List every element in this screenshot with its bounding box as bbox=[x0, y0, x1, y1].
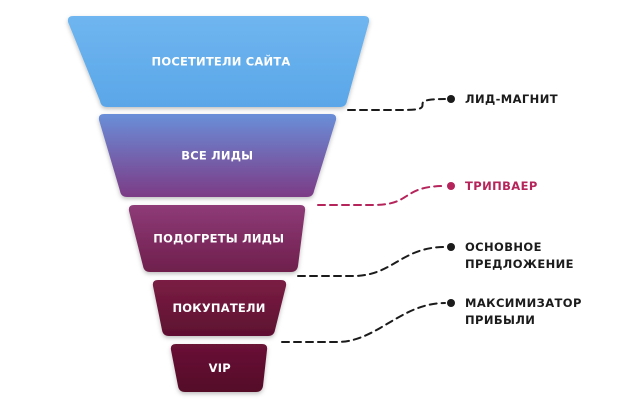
stage-all-leads-label: ВСЕ ЛИДЫ bbox=[181, 149, 253, 163]
offer-profit-maximizer-dot bbox=[447, 299, 455, 307]
stage-site-visitors-shape bbox=[67, 16, 370, 107]
stage-vip-shape bbox=[170, 344, 268, 392]
stage-warm-leads-shape bbox=[128, 205, 306, 272]
offer-profit-maximizer-label-line-1: МАКСИМИЗАТОР bbox=[465, 296, 582, 310]
stage-warm-leads: ПОДОГРЕТЫ ЛИДЫ bbox=[128, 205, 306, 272]
offer-core-label-line-1: ОСНОВНОЕ bbox=[465, 240, 542, 254]
stage-warm-leads-label: ПОДОГРЕТЫ ЛИДЫ bbox=[153, 232, 284, 246]
offer-core-connector bbox=[297, 246, 446, 277]
stage-site-visitors: ПОСЕТИТЕЛИ САЙТА bbox=[67, 16, 370, 107]
stage-customers-shape bbox=[152, 280, 287, 336]
stage-customers-label: ПОКУПАТЕЛИ bbox=[172, 301, 265, 315]
offer-tripwire-label-line-1: ТРИПВАЕР bbox=[465, 179, 538, 193]
funnel: ПОСЕТИТЕЛИ САЙТА ВСЕ ЛИДЫ ПОДОГРЕТЫ ЛИДЫ ПО… bbox=[67, 16, 370, 392]
offer-lead-magnet: ЛИД-МАГНИТ bbox=[447, 92, 558, 106]
offer-core-dot bbox=[447, 243, 455, 251]
stage-vip-label: VIP bbox=[209, 361, 231, 375]
offer-profit-maximizer: МАКСИМИЗАТОР ПРИБЫЛИ bbox=[447, 296, 582, 327]
offer-list: ЛИД-МАГНИТ ТРИПВАЕР ОСНОВНОЕ ПРЕДЛОЖЕНИЕ МАК… bbox=[447, 92, 582, 327]
offer-lead-magnet-label-line-1: ЛИД-МАГНИТ bbox=[465, 92, 558, 106]
offer-lead-magnet-dot bbox=[447, 95, 455, 103]
offer-profit-maximizer-label-line-2: ПРИБЫЛИ bbox=[465, 313, 535, 327]
stage-all-leads: ВСЕ ЛИДЫ bbox=[98, 114, 337, 197]
offer-lead-magnet-connector bbox=[347, 98, 446, 111]
offer-core-label-line-2: ПРЕДЛОЖЕНИЕ bbox=[465, 257, 574, 271]
stage-all-leads-shape bbox=[98, 114, 337, 197]
connector-group bbox=[281, 98, 446, 343]
offer-tripwire-dot bbox=[447, 182, 455, 190]
stage-vip: VIP bbox=[170, 344, 268, 392]
offer-tripwire-connector bbox=[317, 185, 446, 206]
offer-tripwire: ТРИПВАЕР bbox=[447, 179, 538, 193]
stage-site-visitors-label: ПОСЕТИТЕЛИ САЙТА bbox=[152, 54, 291, 69]
offer-core: ОСНОВНОЕ ПРЕДЛОЖЕНИЕ bbox=[447, 240, 574, 271]
offer-profit-maximizer-connector bbox=[281, 302, 446, 343]
stage-customers: ПОКУПАТЕЛИ bbox=[152, 280, 287, 336]
